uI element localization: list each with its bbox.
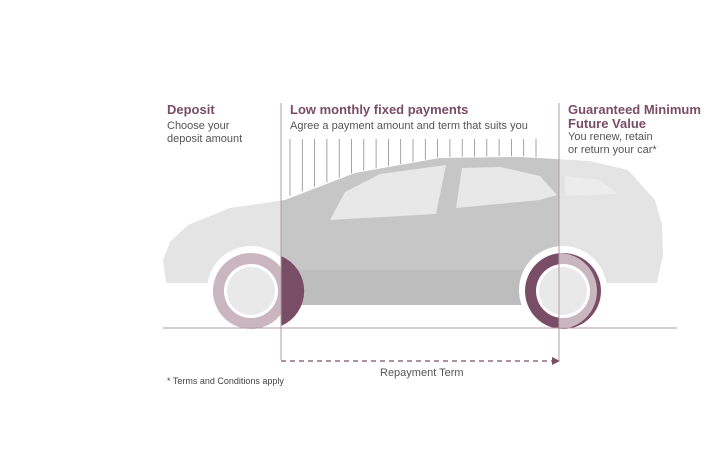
gmfv-description: You renew, retain or return your car* [568, 131, 657, 156]
car-window-front [330, 165, 446, 220]
rear-wheel [525, 253, 601, 329]
car-window-quarter [565, 176, 618, 196]
front-wheel [213, 253, 305, 329]
monthly-payment-ticks [289, 139, 537, 196]
terms-footnote: * Terms and Conditions apply [167, 376, 284, 386]
deposit-description: Choose your deposit amount [167, 120, 243, 145]
monthly-description: Agree a payment amount and term that sui… [290, 120, 528, 132]
arrow-head-icon [552, 357, 560, 365]
car-window-rear [456, 167, 557, 208]
repayment-term-label: Repayment Term [380, 367, 464, 379]
deposit-title: Deposit [167, 102, 215, 117]
monthly-title: Low monthly fixed payments [290, 102, 469, 117]
gmfv-title: Guaranteed Minimum Future Value [568, 102, 701, 131]
